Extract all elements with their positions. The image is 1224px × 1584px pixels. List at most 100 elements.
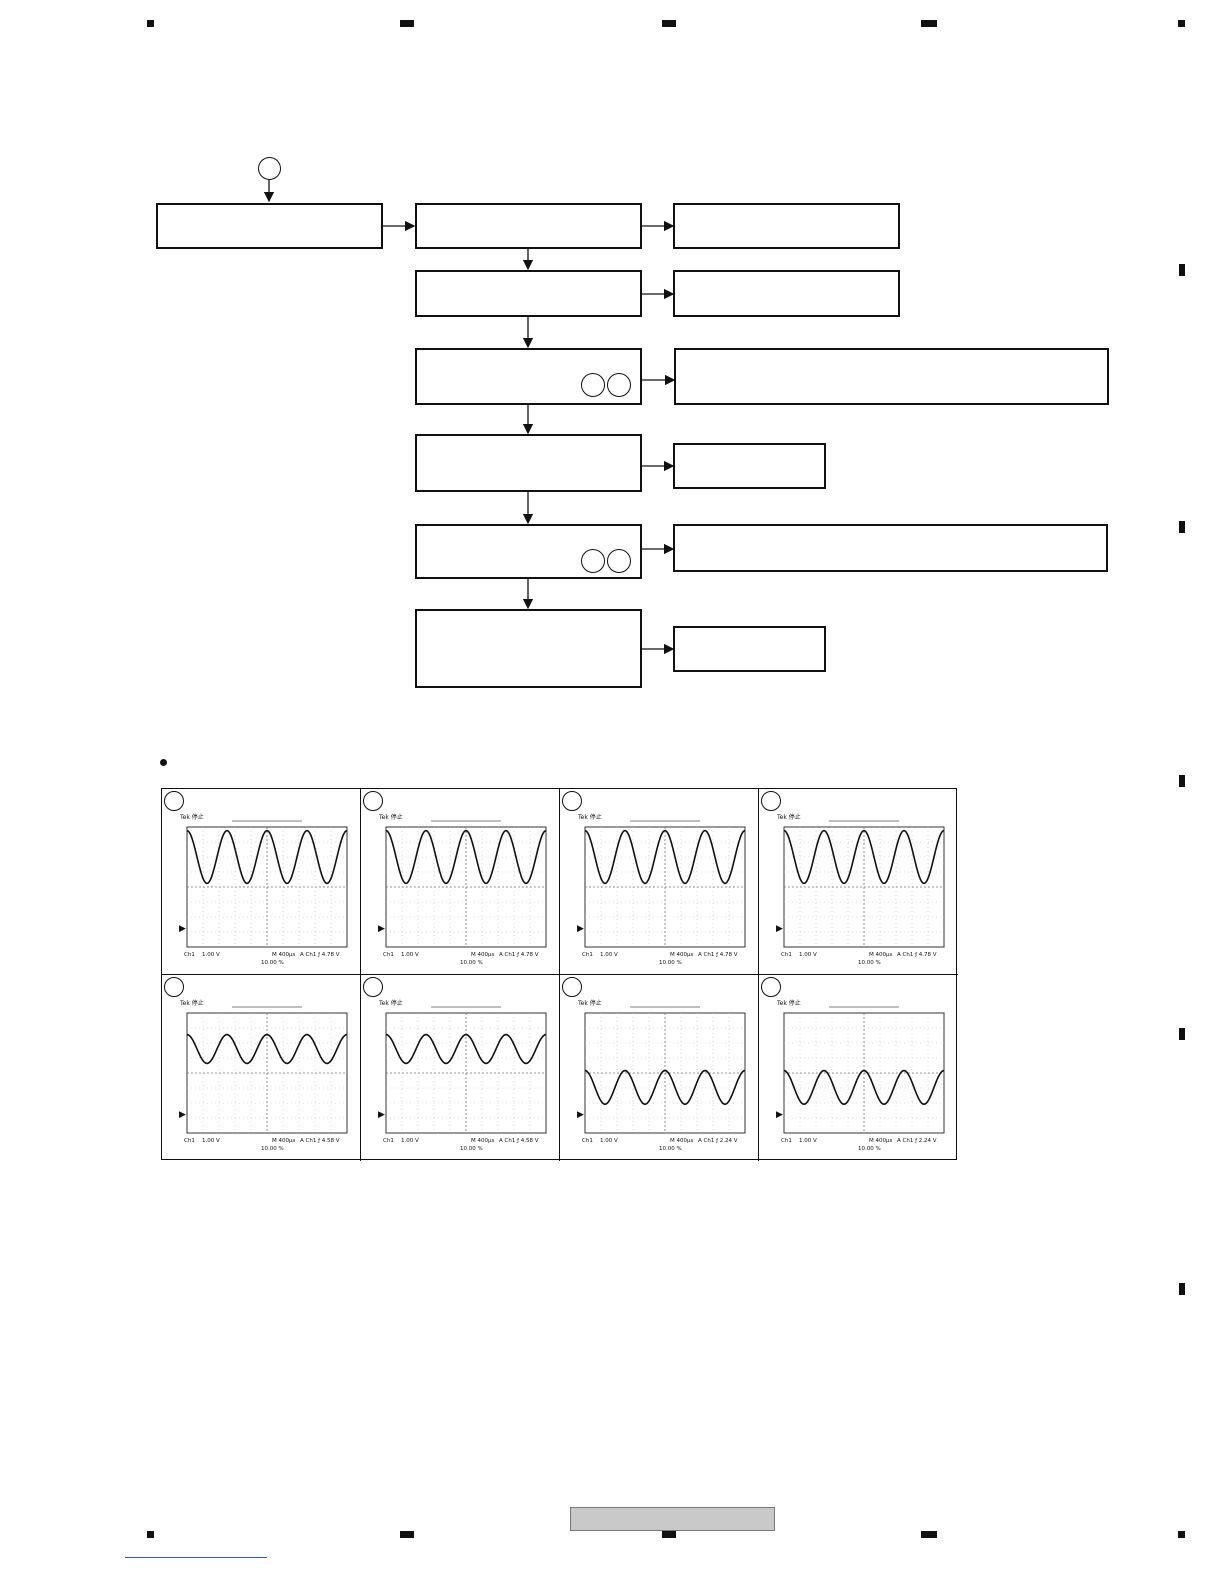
waveform-trace <box>584 829 746 885</box>
registration-mark <box>1179 264 1185 276</box>
scope-trigger: A Ch1 ƒ 2.24 V <box>698 1138 738 1144</box>
flow-box-step-2 <box>415 270 642 317</box>
flow-box-result-6 <box>673 626 826 672</box>
test-point-circle <box>607 549 631 573</box>
flowchart-connectors <box>263 179 676 655</box>
waveform-trace <box>783 829 945 885</box>
scope-header: Tek 停止 <box>179 813 204 821</box>
registration-mark <box>147 20 154 27</box>
waveform-panel-grid: ▶ Tek 停止 Ch1 1.00 V M 400µs A Ch1 ƒ 4.78 V 10.… <box>161 788 958 1161</box>
scope-trigger: A Ch1 ƒ 4.58 V <box>499 1138 539 1144</box>
scope-header: Tek 停止 <box>179 999 204 1007</box>
scope-trigger: A Ch1 ƒ 4.78 V <box>499 952 539 958</box>
flow-box-step-3 <box>415 348 642 405</box>
scope-header: Tek 停止 <box>577 813 602 821</box>
scope-position: 10.00 % <box>261 1146 284 1152</box>
scope-timebase: M 400µs <box>670 952 693 958</box>
scope-timebase: M 400µs <box>869 1138 892 1144</box>
panel-label-circle <box>363 791 383 811</box>
panel-label-circle <box>164 977 184 997</box>
scope-scale: 1.00 V <box>600 1138 618 1144</box>
flow-box-step-1 <box>415 203 642 249</box>
scope-scale: 1.00 V <box>799 952 817 958</box>
panel-label-circle <box>164 791 184 811</box>
oscilloscope-panel: ▶ Tek 停止 Ch1 1.00 V M 400µs A Ch1 ƒ 4.78 V 10.… <box>162 789 361 975</box>
ground-marker: ▶ <box>776 924 783 934</box>
registration-mark <box>400 20 414 27</box>
scope-scale: 1.00 V <box>799 1138 817 1144</box>
scope-trigger: A Ch1 ƒ 4.78 V <box>897 952 937 958</box>
waveform-trace <box>385 1033 547 1065</box>
scope-header: Tek 停止 <box>776 999 801 1007</box>
scope-position: 10.00 % <box>460 1146 483 1152</box>
registration-mark <box>662 20 676 27</box>
flow-box-result-3 <box>674 348 1109 405</box>
scope-timebase: M 400µs <box>471 952 494 958</box>
test-point-circle <box>607 373 631 397</box>
scope-header: Tek 停止 <box>577 999 602 1007</box>
registration-mark <box>1178 1531 1185 1538</box>
scope-scale: 1.00 V <box>401 952 419 958</box>
scope-position: 10.00 % <box>261 960 284 966</box>
panel-label-circle <box>562 791 582 811</box>
scope-scale: 1.00 V <box>202 952 220 958</box>
scope-position: 10.00 % <box>460 960 483 966</box>
registration-mark <box>147 1531 154 1538</box>
scope-timebase: M 400µs <box>272 952 295 958</box>
ground-marker: ▶ <box>179 924 186 934</box>
test-point-circle <box>581 373 605 397</box>
scope-header: Tek 停止 <box>378 999 403 1007</box>
scope-channel-label: Ch1 <box>781 952 792 958</box>
scope-channel-label: Ch1 <box>383 1138 394 1144</box>
registration-mark <box>921 1531 937 1538</box>
scope-channel-label: Ch1 <box>781 1138 792 1144</box>
ground-marker: ▶ <box>179 1110 186 1120</box>
registration-mark <box>662 1531 676 1538</box>
flow-box-result-2 <box>673 270 900 317</box>
scope-timebase: M 400µs <box>471 1138 494 1144</box>
flow-box-step-6 <box>415 609 642 688</box>
registration-mark <box>400 1531 414 1538</box>
registration-mark <box>1179 775 1185 787</box>
registration-mark <box>1179 1028 1185 1040</box>
scope-timebase: M 400µs <box>670 1138 693 1144</box>
registration-mark <box>921 20 937 27</box>
scope-channel-label: Ch1 <box>184 1138 195 1144</box>
scope-header: Tek 停止 <box>776 813 801 821</box>
flow-box-result-4 <box>673 443 826 489</box>
flow-box-step-4 <box>415 434 642 492</box>
test-point-circle <box>581 549 605 573</box>
panel-label-circle <box>562 977 582 997</box>
flow-box-result-1 <box>673 203 900 249</box>
scope-scale: 1.00 V <box>202 1138 220 1144</box>
scope-position: 10.00 % <box>659 960 682 966</box>
scope-channel-label: Ch1 <box>582 952 593 958</box>
scope-trigger: A Ch1 ƒ 4.78 V <box>300 952 340 958</box>
flow-start-circle <box>258 157 281 180</box>
scope-trigger: A Ch1 ƒ 2.24 V <box>897 1138 937 1144</box>
waveform-trace <box>783 1069 945 1106</box>
flow-box-step-5 <box>415 524 642 579</box>
footer-link-line[interactable] <box>125 1557 267 1558</box>
scope-channel-label: Ch1 <box>184 952 195 958</box>
panel-label-circle <box>363 977 383 997</box>
scope-scale: 1.00 V <box>600 952 618 958</box>
scope-trigger: A Ch1 ƒ 4.58 V <box>300 1138 340 1144</box>
ground-marker: ▶ <box>577 924 584 934</box>
waveform-section-bullet <box>160 759 167 766</box>
ground-marker: ▶ <box>378 924 385 934</box>
scope-header: Tek 停止 <box>378 813 403 821</box>
waveform-trace <box>186 829 348 885</box>
scope-scale: 1.00 V <box>401 1138 419 1144</box>
